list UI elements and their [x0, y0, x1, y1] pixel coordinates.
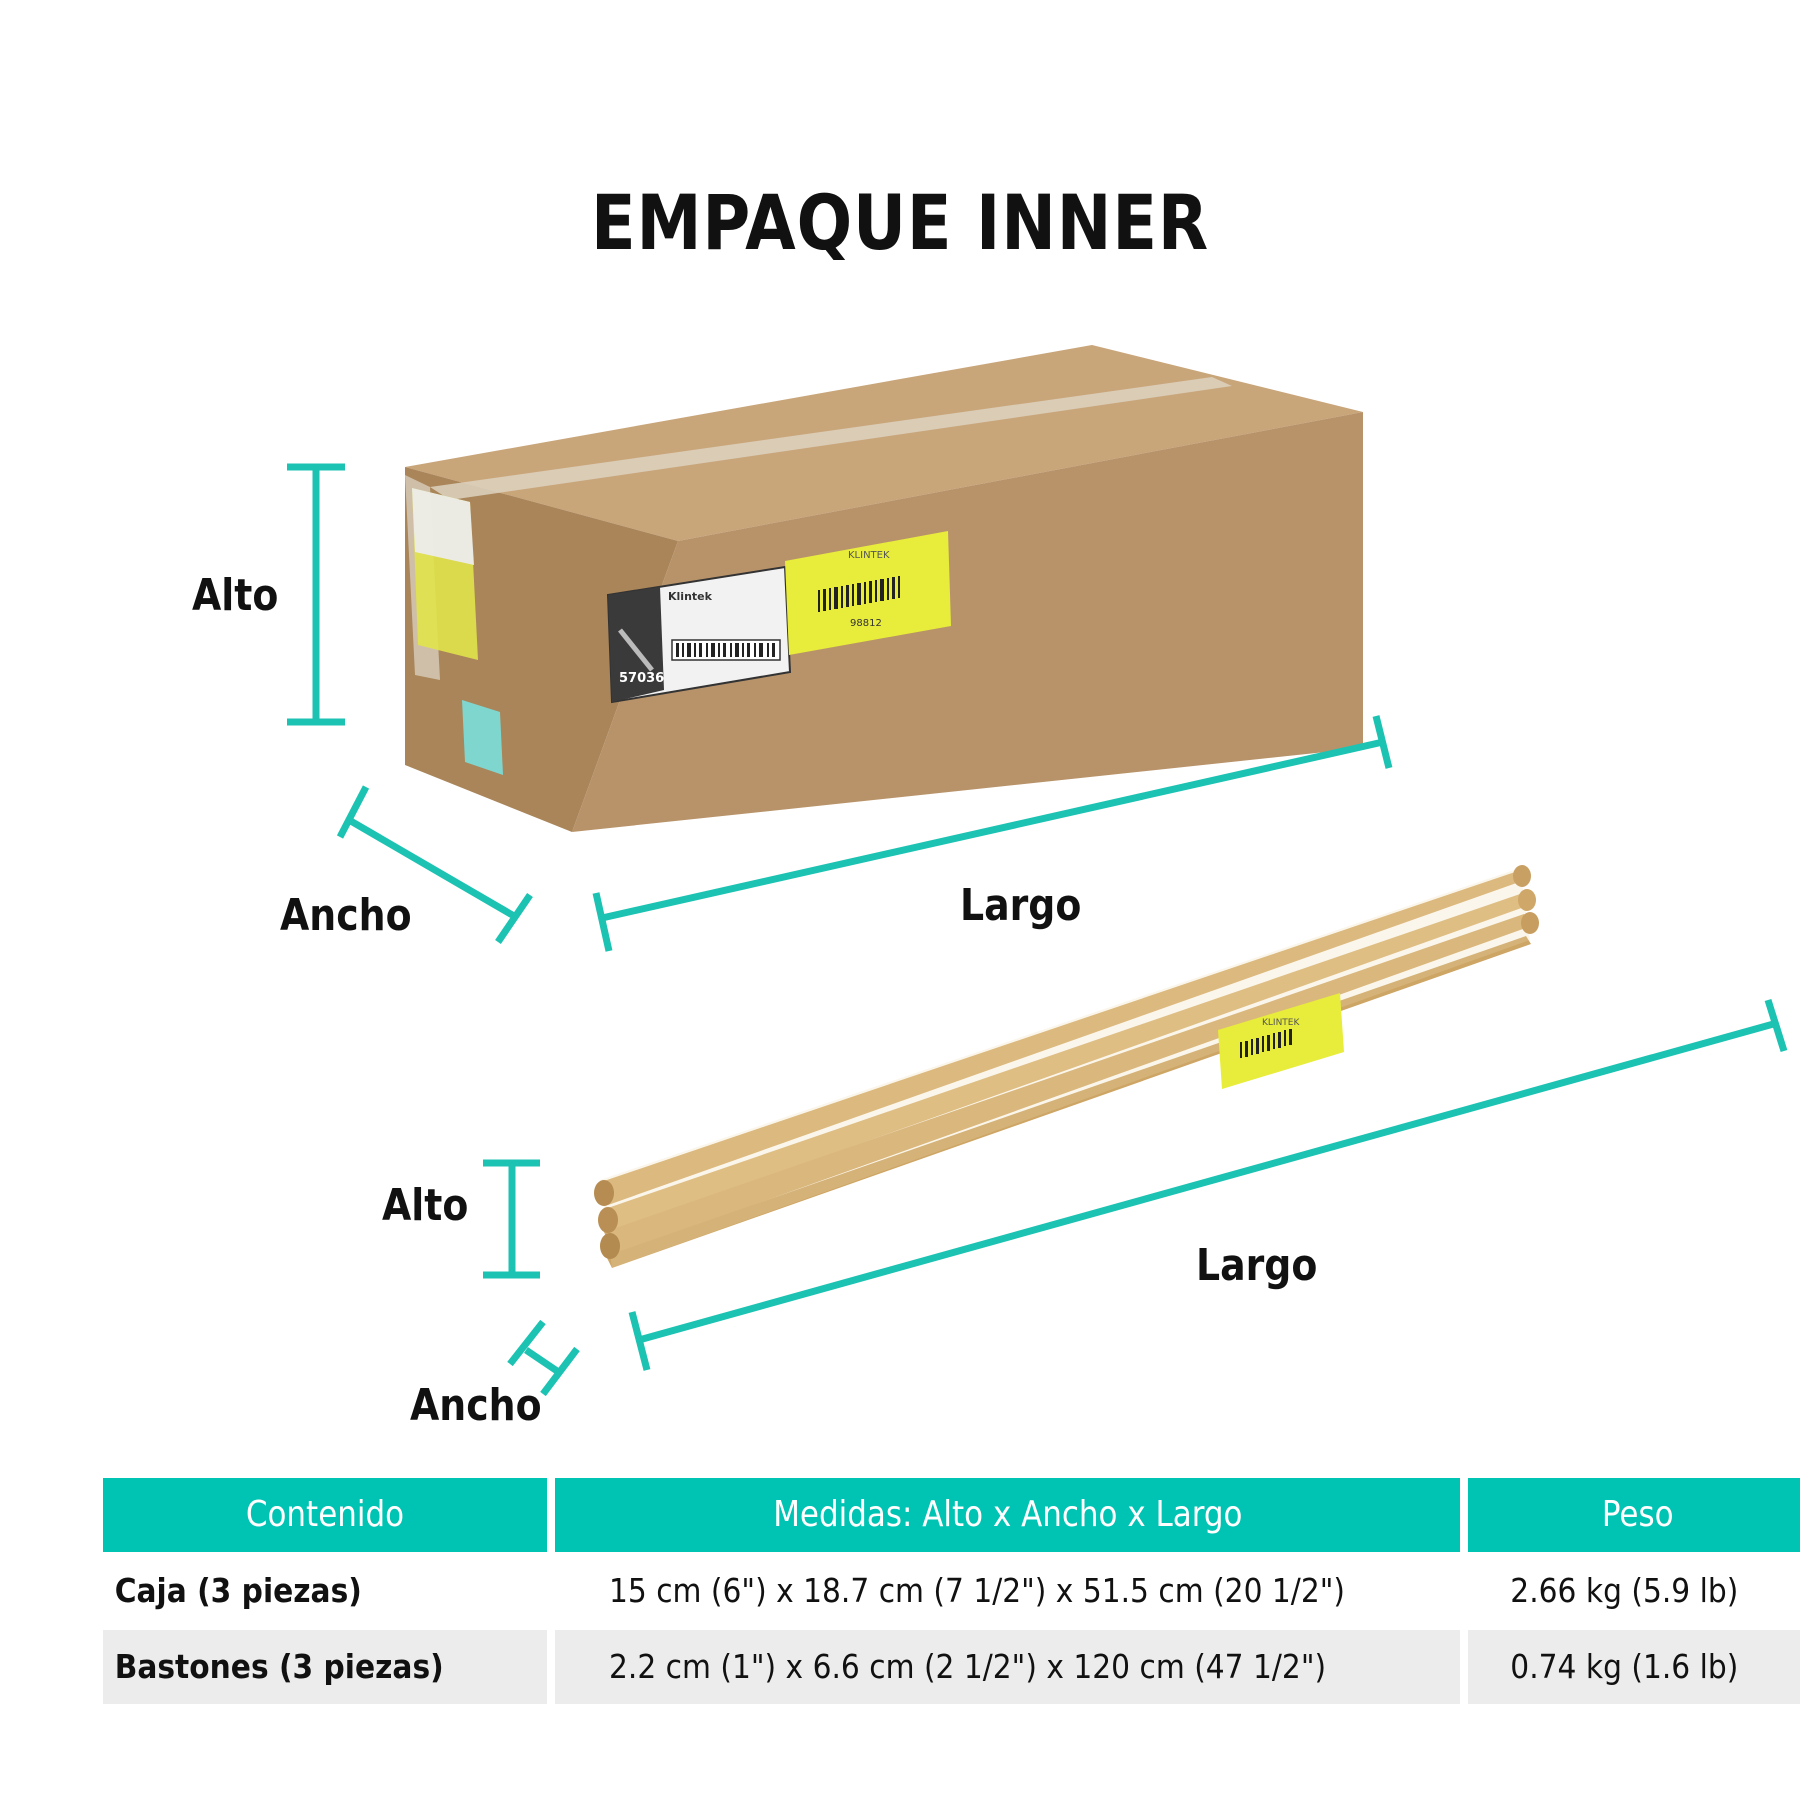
sticks-largo-label: Largo	[1196, 1240, 1318, 1291]
row-contenido: Caja (3 piezas)	[114, 1571, 362, 1610]
box-ancho-line	[347, 816, 516, 920]
sticks-alto-label: Alto	[382, 1180, 469, 1231]
header-peso: Peso	[1468, 1478, 1800, 1552]
row-peso: 0.74 kg (1.6 lb)	[1468, 1630, 1800, 1704]
row-contenido: Bastones (3 piezas)	[103, 1630, 547, 1704]
yellow-label-brand: KLINTEK	[848, 550, 890, 561]
box-ancho-label: Ancho	[280, 890, 412, 941]
sticks-bundle: KLINTEK	[594, 865, 1539, 1268]
product-label: 57036 Klintek	[606, 565, 792, 704]
header-medidas: Medidas: Alto x Ancho x Largo	[555, 1478, 1460, 1552]
barcode	[671, 639, 781, 661]
box-alto-label: Alto	[192, 570, 279, 621]
sticks-tag: KLINTEK	[1218, 993, 1344, 1089]
row-medidas: 15 cm (6") x 18.7 cm (7 1/2") x 51.5 cm …	[609, 1571, 1345, 1610]
sticks-ancho-line	[524, 1347, 562, 1376]
yellow-label-number: 98812	[850, 618, 882, 629]
header-contenido: Contenido	[103, 1478, 547, 1552]
sticks-largo-line	[638, 1019, 1778, 1344]
cardboard-box: 57036 Klintek	[405, 345, 1363, 832]
row-peso: 2.66 kg (5.9 lb)	[1510, 1571, 1739, 1610]
box-brand-text: Klintek	[668, 590, 713, 603]
box-largo-label: Largo	[960, 880, 1082, 931]
yellow-label: KLINTEK 98812	[785, 531, 951, 655]
box-code-text: 57036	[619, 671, 664, 686]
box-largo-line	[601, 738, 1384, 922]
row-medidas: 2.2 cm (1") x 6.6 cm (2 1/2") x 120 cm (…	[555, 1630, 1460, 1704]
dimension-markers	[287, 463, 1788, 1397]
page-title: EMPAQUE INNER	[590, 178, 1210, 267]
sticks-ancho-label: Ancho	[410, 1380, 542, 1431]
sticks-tag-brand: KLINTEK	[1262, 1018, 1300, 1028]
